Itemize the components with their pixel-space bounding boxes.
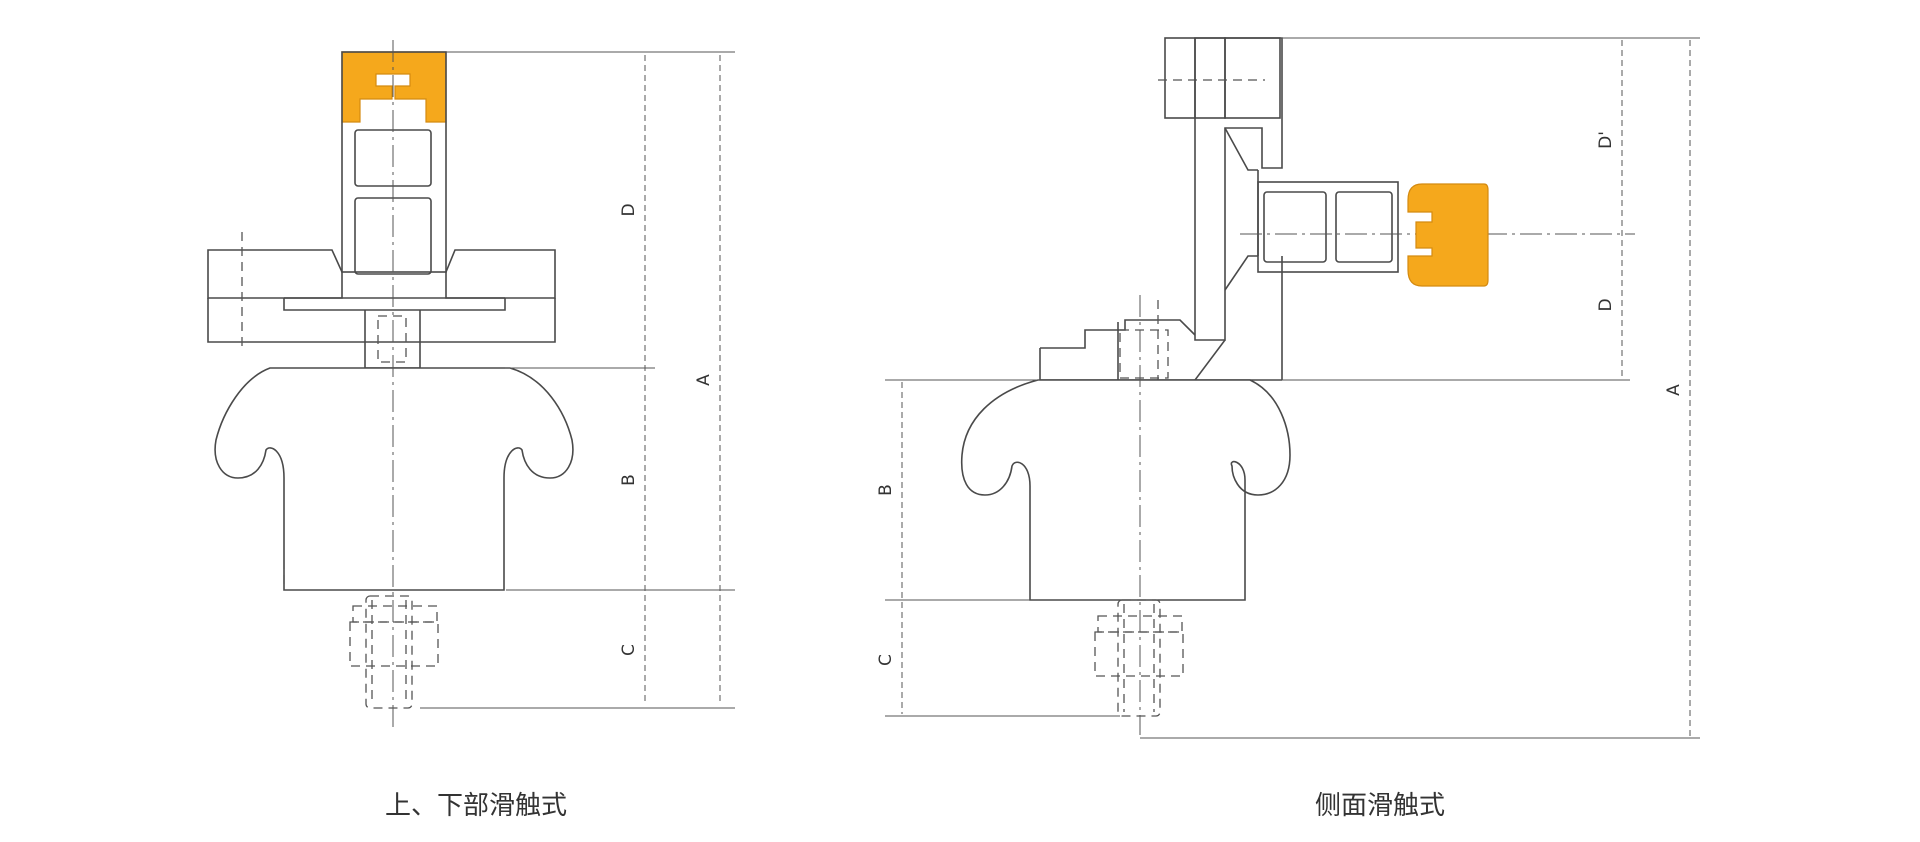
right-dim-d-label: D (1596, 298, 1616, 311)
right-base-flange (1039, 300, 1282, 385)
left-dim-d-label: D (619, 203, 639, 216)
right-stem (1240, 181, 1635, 273)
left-dim-b-label: B (619, 474, 639, 486)
right-dim-b-label: B (876, 484, 896, 496)
right-collector-rail (1407, 183, 1489, 287)
left-dim-c-label: C (619, 644, 639, 656)
right-dim-a-label: A (1664, 384, 1684, 396)
left-dim-a-label: A (694, 374, 714, 386)
right-view-drawing: D' D A B C (876, 37, 1700, 739)
left-view-caption: 上、下部滑触式 (385, 791, 568, 821)
left-collector-rail (341, 51, 447, 123)
right-dimensions (885, 37, 1700, 739)
right-dim-c-label: C (876, 654, 896, 666)
left-stud (349, 595, 439, 709)
right-stud (1094, 599, 1184, 717)
right-top-bracket (1158, 37, 1281, 119)
left-insulator-body (214, 367, 574, 591)
right-vertical-arm (1194, 37, 1283, 381)
right-insulator-body (960, 379, 1291, 601)
left-dimensions (420, 51, 735, 709)
left-view-drawing: D B C A (207, 40, 735, 730)
right-view-caption: 侧面滑触式 (1315, 791, 1446, 821)
right-dim-d-prime-label: D' (1596, 131, 1616, 149)
left-flange (207, 232, 556, 369)
